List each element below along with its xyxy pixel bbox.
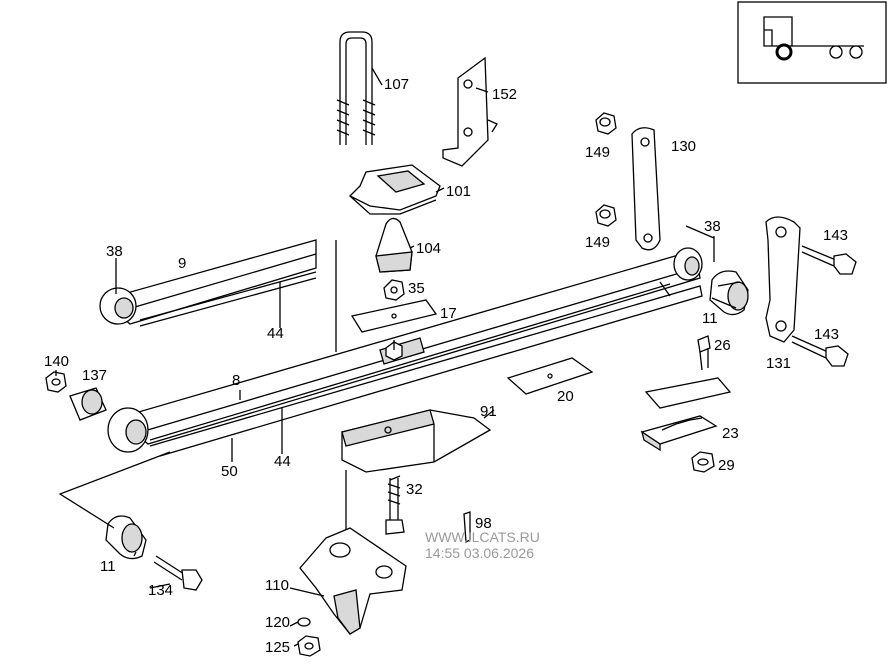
bushing-11-right: [709, 270, 749, 316]
leader-lines: [55, 87, 715, 647]
part-label: 38: [704, 218, 721, 235]
part-label: 29: [718, 457, 735, 474]
bushing-11-left: [105, 515, 147, 560]
spring-seat-101: [348, 164, 445, 215]
shackle-link-130: [631, 127, 661, 251]
spring-eye-right: [673, 247, 703, 281]
part-label: 11: [702, 310, 718, 327]
bolt-143-upper: [801, 245, 857, 275]
nut-149-upper: [595, 112, 617, 135]
part-label: 50: [221, 463, 238, 480]
nut-149-lower: [595, 204, 617, 227]
nut-140: [45, 371, 67, 393]
part-label: 44: [274, 453, 291, 470]
part-label: 98: [475, 515, 492, 532]
part-label: 91: [480, 403, 497, 420]
part-label: 26: [714, 337, 731, 354]
part-label: 143: [823, 227, 848, 244]
spring-eye-left: [107, 407, 149, 453]
part-label: 35: [408, 280, 425, 297]
pad-91: [341, 409, 492, 473]
clamp-23: [640, 415, 718, 452]
bolt-134: [153, 555, 203, 591]
part-label: 107: [384, 76, 409, 93]
part-label: 131: [766, 355, 791, 372]
part-label: 23: [722, 425, 739, 442]
part-label: 17: [440, 305, 457, 322]
part-label: 11: [100, 558, 116, 575]
part-label: 32: [406, 481, 423, 498]
part-label: 152: [492, 86, 517, 103]
leaf-spring-9: [99, 239, 317, 327]
plate-17: [350, 299, 438, 333]
part-label: 134: [148, 582, 173, 599]
bracket-110: [299, 527, 407, 635]
plate-23-upper: [644, 377, 732, 409]
bracket-152: [442, 56, 498, 167]
part-label: 140: [44, 353, 69, 370]
part-label: 104: [416, 240, 441, 257]
part-label: 137: [82, 367, 107, 384]
plate-20: [506, 357, 594, 395]
part-label: 38: [106, 243, 123, 260]
bump-stop-104: [375, 217, 415, 273]
part-label: 130: [671, 138, 696, 155]
pin-98: [463, 511, 471, 544]
watermark-timestamp: 14:55 03.06.2026: [425, 545, 534, 561]
part-label: 9: [178, 255, 186, 272]
nut-125: [297, 635, 321, 657]
part-label: 8: [232, 372, 240, 389]
part-label: 143: [814, 326, 839, 343]
truck-rear-axle-icon: [763, 16, 864, 61]
u-bolt-107: [336, 31, 383, 145]
part-number-labels: 107 152 101 104 35 17 149 130 149 38 143…: [44, 76, 848, 656]
bolt-32: [385, 478, 405, 535]
part-label: 120: [265, 614, 290, 631]
part-label: 110: [265, 577, 289, 594]
part-label: 149: [585, 234, 610, 251]
vehicle-inset: [737, 1, 887, 84]
part-label: 125: [265, 639, 290, 656]
watermark: WWW.ILCATS.RU 14:55 03.06.2026: [425, 529, 540, 561]
washer-120: [297, 617, 311, 627]
shackle-bracket-131: [765, 216, 801, 343]
nut-35: [383, 279, 405, 301]
nut-29: [691, 451, 715, 473]
part-label: 101: [446, 183, 471, 200]
bolt-143-lower: [791, 335, 849, 367]
part-label: 20: [557, 388, 574, 405]
centre-nut: [385, 340, 403, 361]
bolt-26: [697, 335, 711, 371]
part-label: 149: [585, 144, 610, 161]
watermark-site: WWW.ILCATS.RU: [425, 529, 540, 545]
part-label: 44: [267, 325, 284, 342]
bushing-137: [69, 387, 107, 421]
